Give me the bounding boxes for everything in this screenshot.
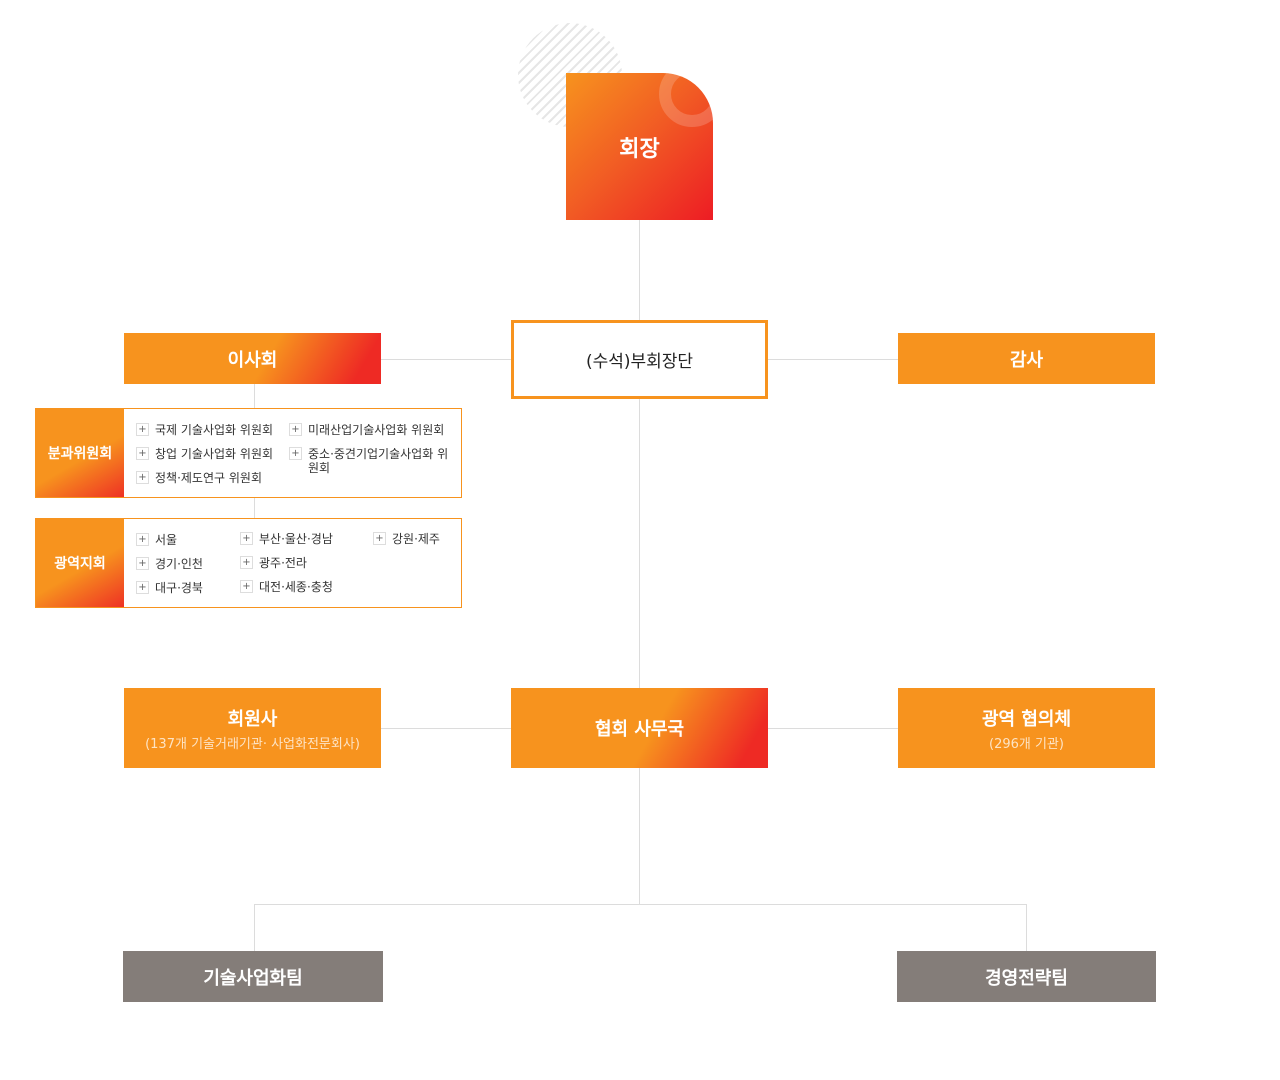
plus-icon: + (240, 532, 253, 545)
item-label: 정책·제도연구 위원회 (155, 471, 262, 485)
decorative-ring (659, 73, 713, 127)
list-item[interactable]: + 중소·중견기업기술사업화 위원회 (289, 447, 449, 475)
list-item[interactable]: + 강원·제주 (373, 532, 440, 546)
list-item[interactable]: + 국제 기술사업화 위원회 (136, 423, 273, 437)
branches-panel: 광역지회 +서울 +경기·인천 +대구·경북 +부산·울산·경남 +광주·전라 … (35, 518, 462, 608)
plus-icon: + (289, 423, 302, 436)
item-label: 대구·경북 (155, 581, 203, 595)
members-box: 회원사 (137개 기술거래기관· 사업화전문회사) (124, 688, 381, 768)
list-item[interactable]: + 대구·경북 (136, 581, 203, 595)
connector (768, 728, 898, 729)
list-item[interactable]: + 부산·울산·경남 (240, 532, 333, 546)
plus-icon: + (136, 447, 149, 460)
secretariat-box: 협회 사무국 (511, 688, 768, 768)
list-item[interactable]: + 대전·세종·충청 (240, 580, 333, 594)
list-item[interactable]: + 창업 기술사업화 위원회 (136, 447, 273, 461)
connector (1026, 904, 1027, 951)
secretariat-label: 협회 사무국 (594, 719, 685, 740)
audit-label: 감사 (1009, 349, 1044, 371)
list-item[interactable]: + 서울 (136, 533, 177, 547)
item-label: 경기·인천 (155, 557, 203, 571)
connector (381, 728, 511, 729)
list-item[interactable]: + 정책·제도연구 위원회 (136, 471, 262, 485)
vice-chair-box: (수석)부회장단 (511, 320, 768, 399)
connector (639, 220, 640, 905)
plus-icon: + (136, 471, 149, 484)
regional-sub: (296개 기관) (989, 736, 1064, 752)
list-item[interactable]: + 경기·인천 (136, 557, 203, 571)
item-label: 부산·울산·경남 (259, 532, 333, 546)
list-item[interactable]: + 광주·전라 (240, 556, 307, 570)
regional-title: 광역 협의체 (981, 708, 1072, 730)
item-label: 서울 (155, 533, 178, 547)
item-label: 대전·세종·충청 (259, 580, 333, 594)
committees-panel: 분과위원회 + 국제 기술사업화 위원회 + 창업 기술사업화 위원회 + 정책·제도… (35, 408, 462, 498)
audit-box: 감사 (898, 333, 1155, 384)
team-label: 경영전략팀 (985, 967, 1068, 989)
board-label: 이사회 (227, 349, 278, 371)
plus-icon: + (289, 447, 302, 460)
chairman-box: 회장 (566, 73, 713, 220)
team-box-tech: 기술사업화팀 (123, 951, 383, 1002)
item-label: 국제 기술사업화 위원회 (155, 423, 274, 437)
plus-icon: + (240, 556, 253, 569)
plus-icon: + (240, 580, 253, 593)
connector (254, 904, 1027, 905)
plus-icon: + (136, 557, 149, 570)
item-label: 중소·중견기업기술사업화 위원회 (308, 447, 449, 475)
item-label: 광주·전라 (259, 556, 307, 570)
team-label: 기술사업화팀 (203, 967, 303, 989)
team-box-strategy: 경영전략팀 (897, 951, 1156, 1002)
item-label: 강원·제주 (392, 532, 440, 546)
plus-icon: + (373, 532, 386, 545)
item-label: 미래산업기술사업화 위원회 (308, 423, 445, 437)
item-label: 창업 기술사업화 위원회 (155, 447, 274, 461)
committees-label: 분과위원회 (36, 409, 124, 497)
plus-icon: + (136, 581, 149, 594)
members-sub: (137개 기술거래기관· 사업화전문회사) (145, 736, 360, 752)
regional-box: 광역 협의체 (296개 기관) (898, 688, 1155, 768)
board-box: 이사회 (124, 333, 381, 384)
connector (254, 904, 255, 951)
connector (768, 359, 898, 360)
vice-chair-label: (수석)부회장단 (585, 352, 694, 372)
plus-icon: + (136, 423, 149, 436)
members-title: 회원사 (227, 708, 278, 730)
branches-label: 광역지회 (36, 519, 124, 607)
list-item[interactable]: + 미래산업기술사업화 위원회 (289, 423, 444, 437)
plus-icon: + (136, 533, 149, 546)
chairman-label: 회장 (619, 136, 660, 162)
connector (381, 359, 511, 360)
